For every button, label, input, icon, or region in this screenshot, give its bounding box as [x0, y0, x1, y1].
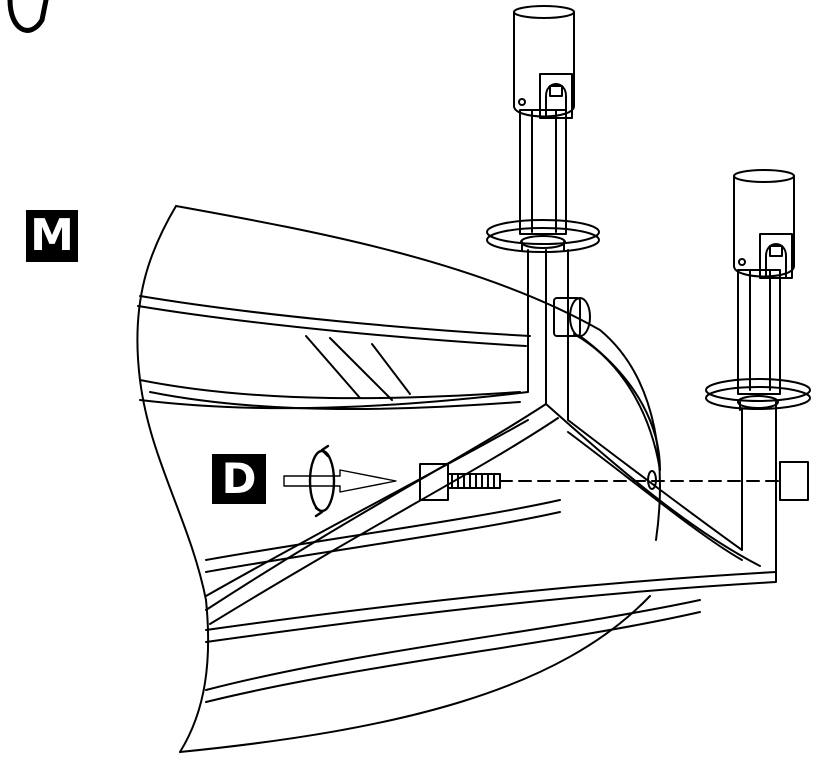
glass-shade — [136, 205, 701, 753]
candle-socket-left — [486, 5, 600, 253]
corner-step-circle — [7, 0, 49, 33]
side-knob — [553, 297, 661, 471]
rotate-arrow-icon — [308, 444, 336, 518]
insert-arrow-icon — [283, 469, 397, 493]
step-badge-d-bg — [212, 454, 266, 504]
step-badge-m: M — [30, 210, 74, 261]
step-badge-m-bg — [26, 210, 78, 262]
frame-arm — [139, 249, 777, 643]
end-cap — [779, 461, 809, 501]
step-badge-d: D — [221, 454, 257, 503]
candle-socket-right — [705, 169, 811, 411]
